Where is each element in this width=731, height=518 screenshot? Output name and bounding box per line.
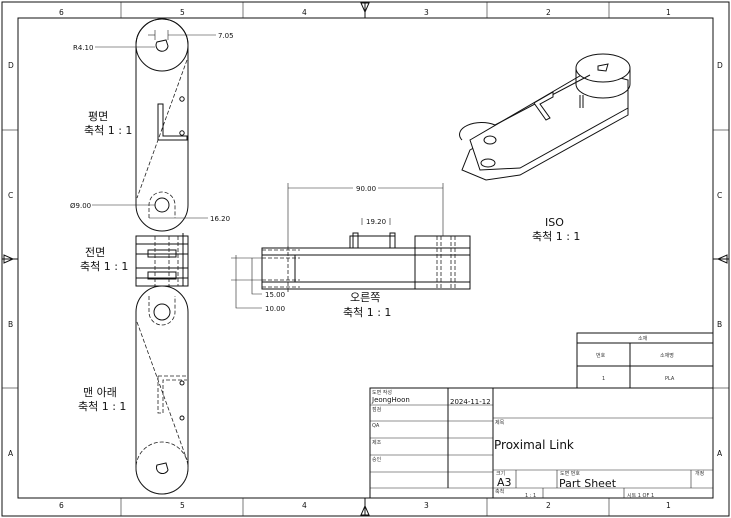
zone-label: 1 <box>666 501 671 510</box>
zone-label: B <box>8 320 13 329</box>
zone-label: C <box>717 191 722 200</box>
parts-list-title: 소재 <box>638 335 648 342</box>
view-scale: 축척 1 : 1 <box>532 230 580 243</box>
sheet-number: 시트 1 OF 1 <box>627 493 654 499</box>
dim-height-outer: 15.00 <box>265 291 285 299</box>
zone-label: 6 <box>59 8 64 17</box>
view-label: 평면 <box>88 110 108 123</box>
parts-list-cell: 1 <box>602 376 605 382</box>
parts-list-header: 번호 <box>596 352 606 359</box>
zone-label: 3 <box>424 501 429 510</box>
iso-view: ISO 축척 1 : 1 <box>459 53 631 243</box>
parts-list: 소재 번호 소재명 1 PLA <box>576 332 714 389</box>
parts-list-header: 소재명 <box>660 352 674 359</box>
checked-label: 점검 <box>372 406 381 413</box>
dim-width-bottom: 16.20 <box>210 215 230 223</box>
rev-label: 개정 <box>695 470 704 477</box>
zone-label: 5 <box>180 501 185 510</box>
top-view: 평면 축척 1 : 1 R4.10 7.05 Ø9.00 16.20 <box>70 18 234 232</box>
view-label: ISO <box>545 216 564 229</box>
zone-label: 2 <box>546 8 551 17</box>
center-mark-left-icon <box>2 254 18 264</box>
zone-label: 5 <box>180 8 185 17</box>
front-view: 전면 축척 1 : 1 <box>80 233 189 287</box>
qa-label: QA <box>372 423 380 429</box>
center-mark-bottom-icon <box>360 498 370 516</box>
zone-label: 6 <box>59 501 64 510</box>
view-label: 전면 <box>85 246 105 259</box>
view-scale: 축척 1 : 1 <box>78 400 126 413</box>
drawn-by: JeongHoon <box>371 396 410 404</box>
scale-value: 1 : 1 <box>525 493 536 499</box>
zone-label: 1 <box>666 8 671 17</box>
zone-labels: 6 5 4 3 2 1 6 5 4 3 2 1 D C B A D C B A <box>8 8 723 510</box>
zone-label: A <box>8 449 14 458</box>
sheet-size: A3 <box>497 476 512 489</box>
zone-label: B <box>717 320 722 329</box>
approved-label: 승인 <box>372 456 382 463</box>
scale-label: 축척 <box>495 488 504 495</box>
dwg-no-label: 도면 번호 <box>560 470 580 477</box>
view-scale: 축척 1 : 1 <box>343 306 391 319</box>
zone-label: D <box>717 61 723 70</box>
zone-label: 3 <box>424 8 429 17</box>
drawn-by-label: 도면 작성 <box>372 389 392 396</box>
drawn-date: 2024-11-12 <box>450 398 491 406</box>
size-label: 크기 <box>496 470 505 477</box>
dim-height-inner: 10.00 <box>265 305 285 313</box>
view-scale: 축척 1 : 1 <box>84 124 132 137</box>
dim-hole-diameter: Ø9.00 <box>70 202 91 210</box>
view-scale: 축척 1 : 1 <box>80 260 128 273</box>
zone-label: 4 <box>302 501 307 510</box>
zone-label: C <box>8 191 13 200</box>
center-mark-top-icon <box>360 2 370 18</box>
right-view: 90.00 19.20 15.00 10.00 오른쪽 축척 1 : 1 <box>231 183 471 319</box>
mfg-label: 제조 <box>372 439 382 446</box>
zone-label: A <box>717 449 723 458</box>
dim-length: 90.00 <box>356 185 376 193</box>
zone-label: 4 <box>302 8 307 17</box>
dim-width-top: 7.05 <box>218 32 234 40</box>
zone-label: 2 <box>546 501 551 510</box>
title-label: 제목 <box>495 419 505 426</box>
dwg-no: Part Sheet <box>559 477 617 490</box>
title-block: 도면 작성 JeongHoon 2024-11-12 점검 QA 제조 승인 제… <box>369 387 714 499</box>
dim-radius: R4.10 <box>73 44 93 52</box>
dim-spacing: 19.20 <box>366 218 386 226</box>
view-label: 오른쪽 <box>350 291 380 304</box>
keyed-hole <box>155 39 169 52</box>
center-mark-right-icon <box>713 254 729 264</box>
zone-label: D <box>8 61 14 70</box>
drawing-title: Proximal Link <box>494 438 574 452</box>
bottom-view: 맨 아래 축척 1 : 1 <box>78 285 189 495</box>
view-label: 맨 아래 <box>83 386 117 399</box>
parts-list-cell: PLA <box>665 376 675 382</box>
